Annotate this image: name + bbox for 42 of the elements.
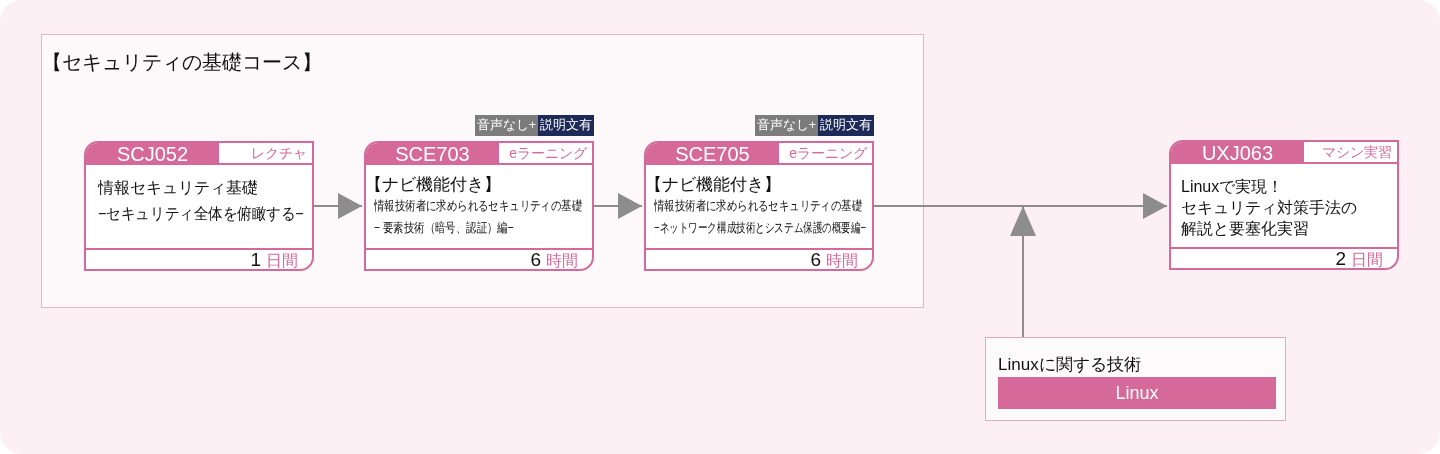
feature-heading: 【ナビ機能付き】 — [365, 173, 501, 195]
course-card — [84, 141, 314, 271]
duration-unit: 日間 — [1351, 250, 1383, 269]
status-badge: 説明文有 — [818, 115, 874, 136]
arrow — [313, 193, 363, 219]
topic-label: Linuxに関する技術 — [998, 354, 1141, 376]
duration-unit: 時間 — [826, 251, 858, 270]
course-title: 情報セキュリティ基礎 — [98, 178, 258, 198]
skill-bar: Linux — [998, 377, 1276, 409]
course-title: 情報技術者に求められるセキュリティの基礎 — [654, 198, 862, 214]
course-subtitle: − 要素技術（暗号、認証）編− — [374, 220, 514, 236]
course-code: UXJ063 — [1171, 142, 1304, 164]
course-code: SCE705 — [646, 143, 779, 165]
format-tag: レクチャ — [219, 143, 312, 165]
duration-unit: 時間 — [546, 251, 578, 270]
group-title: 【セキュリティの基礎コース】 — [42, 49, 322, 75]
course-subtitle: −セキュリティ全体を俯瞰する− — [98, 204, 304, 224]
status-badge: 音声なし+ — [754, 115, 818, 136]
feature-heading: 【ナビ機能付き】 — [645, 173, 781, 195]
arrow — [593, 193, 643, 219]
format-tag: eラーニング — [779, 143, 872, 165]
format-tag: eラーニング — [499, 143, 592, 165]
course-code: SCJ052 — [86, 143, 219, 165]
course-title: Linuxで実現！セキュリティ対策手法の解説と要塞化実習 — [1181, 176, 1358, 239]
status-badge: 音声なし+ — [474, 115, 538, 136]
course-code: SCE703 — [366, 143, 499, 165]
duration-number: 2 — [1335, 249, 1346, 268]
course-card — [1169, 140, 1399, 270]
course-card — [364, 141, 594, 271]
duration-number: 6 — [810, 250, 821, 269]
course-title: 情報技術者に求められるセキュリティの基礎 — [374, 198, 582, 214]
arrow — [1022, 193, 1168, 219]
status-badge: 説明文有 — [538, 115, 594, 136]
topic-panel — [985, 337, 1286, 421]
duration-number: 6 — [530, 250, 541, 269]
arrow — [1010, 205, 1036, 338]
course-group-frame — [41, 34, 924, 308]
duration-number: 1 — [250, 250, 261, 269]
course-subtitle: −ネットワーク構成技術とシステム保護の概要編− — [654, 220, 867, 236]
format-tag: マシン実習 — [1304, 142, 1397, 164]
duration-unit: 日間 — [266, 251, 298, 270]
course-card — [644, 141, 874, 271]
